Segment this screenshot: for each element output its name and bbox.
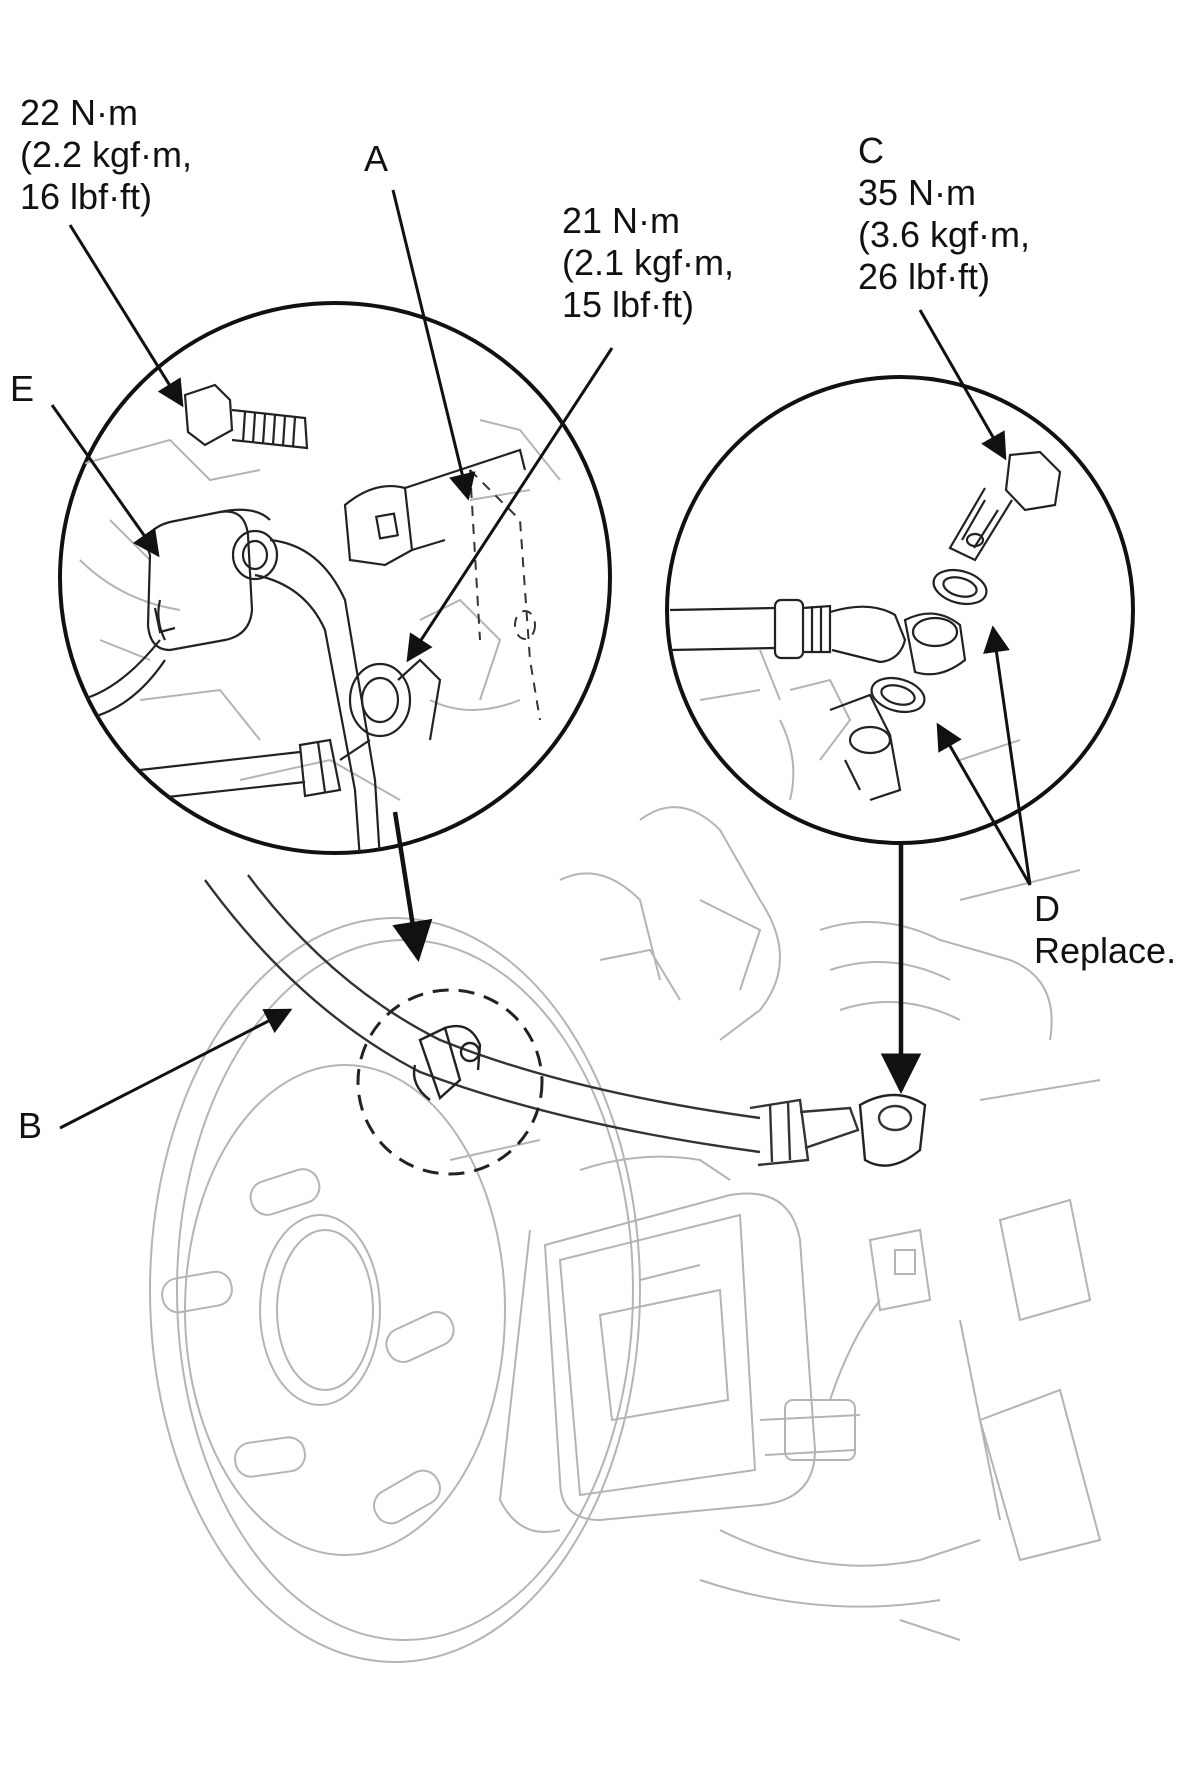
washer-upper bbox=[932, 568, 988, 606]
hub-bore-inner bbox=[276, 1229, 374, 1391]
detail-location-circle bbox=[356, 988, 544, 1176]
brake-rotor bbox=[149, 917, 641, 1663]
callout-note: Replace. bbox=[1034, 930, 1177, 971]
steering-knuckle bbox=[639, 806, 781, 1041]
leader-A bbox=[391, 189, 476, 501]
detail-circle-left bbox=[58, 301, 612, 855]
brake-hose-detail bbox=[79, 538, 382, 853]
bracket-bolt bbox=[183, 383, 309, 450]
detail-location-arrows bbox=[392, 811, 922, 1095]
callout-D: D Replace. bbox=[1034, 888, 1176, 972]
torque-label-bracket-bolt: 22 N·m (2.2 kgf·m, 16 lbf·ft) bbox=[20, 92, 192, 218]
hub-bore bbox=[259, 1214, 381, 1406]
torque-kgfm: (2.2 kgf·m, bbox=[20, 134, 193, 175]
brake-hose bbox=[204, 874, 927, 1167]
torque-nm: 35 N·m bbox=[858, 172, 977, 213]
sealing-washers bbox=[870, 568, 988, 714]
brake-caliper bbox=[543, 1192, 817, 1522]
torque-nm: 22 N·m bbox=[20, 92, 139, 133]
leader-arrows bbox=[50, 189, 1032, 1130]
drive-shaft-boot bbox=[819, 921, 1053, 1041]
callout-letter: C bbox=[858, 130, 884, 171]
leader-D-upper bbox=[983, 625, 1032, 886]
leader-B bbox=[59, 1008, 293, 1130]
hose-bracket bbox=[343, 448, 527, 567]
callout-B: B bbox=[18, 1105, 43, 1146]
leader-C bbox=[918, 309, 1007, 461]
callout-E: E bbox=[10, 368, 35, 409]
torque-kgfm: (3.6 kgf·m, bbox=[858, 214, 1031, 255]
wheel-assembly-background bbox=[149, 806, 1102, 1663]
detail-circle-right bbox=[665, 375, 1135, 845]
torque-kgfm: (2.1 kgf·m, bbox=[562, 242, 735, 283]
callout-A: A bbox=[364, 138, 389, 179]
torque-lbfft: 15 lbf·ft) bbox=[562, 284, 695, 325]
banjo-fitting-installed bbox=[858, 1093, 927, 1167]
callout-letter: D bbox=[1034, 888, 1060, 929]
banjo-bolt bbox=[948, 450, 1062, 562]
torque-lbfft: 26 lbf·ft) bbox=[858, 256, 991, 297]
banjo-eye bbox=[903, 612, 967, 676]
hose-end-detail bbox=[669, 598, 967, 676]
abs-sensor bbox=[868, 1228, 932, 1312]
callout-C: C 35 N·m (3.6 kgf·m, 26 lbf·ft) bbox=[858, 130, 1030, 298]
wheel-studs bbox=[161, 1168, 455, 1525]
hose-clamp-installed bbox=[412, 1024, 482, 1101]
leader-E bbox=[50, 404, 160, 558]
brake-rotor-inner-edge bbox=[176, 939, 634, 1641]
hose-clip-detail bbox=[146, 508, 279, 652]
leader-D-lower bbox=[936, 722, 1032, 886]
torque-lbfft: 16 lbf·ft) bbox=[20, 176, 153, 217]
hub-face bbox=[184, 1064, 506, 1556]
caliper-inlet bbox=[829, 693, 902, 802]
torque-nm: 21 N·m bbox=[562, 200, 681, 241]
leader-22nm bbox=[68, 224, 184, 408]
washer-lower bbox=[870, 676, 926, 714]
leader-21nm bbox=[406, 347, 614, 663]
torque-label-hose-clamp-bolt: 21 N·m (2.1 kgf·m, 15 lbf·ft) bbox=[562, 200, 734, 326]
